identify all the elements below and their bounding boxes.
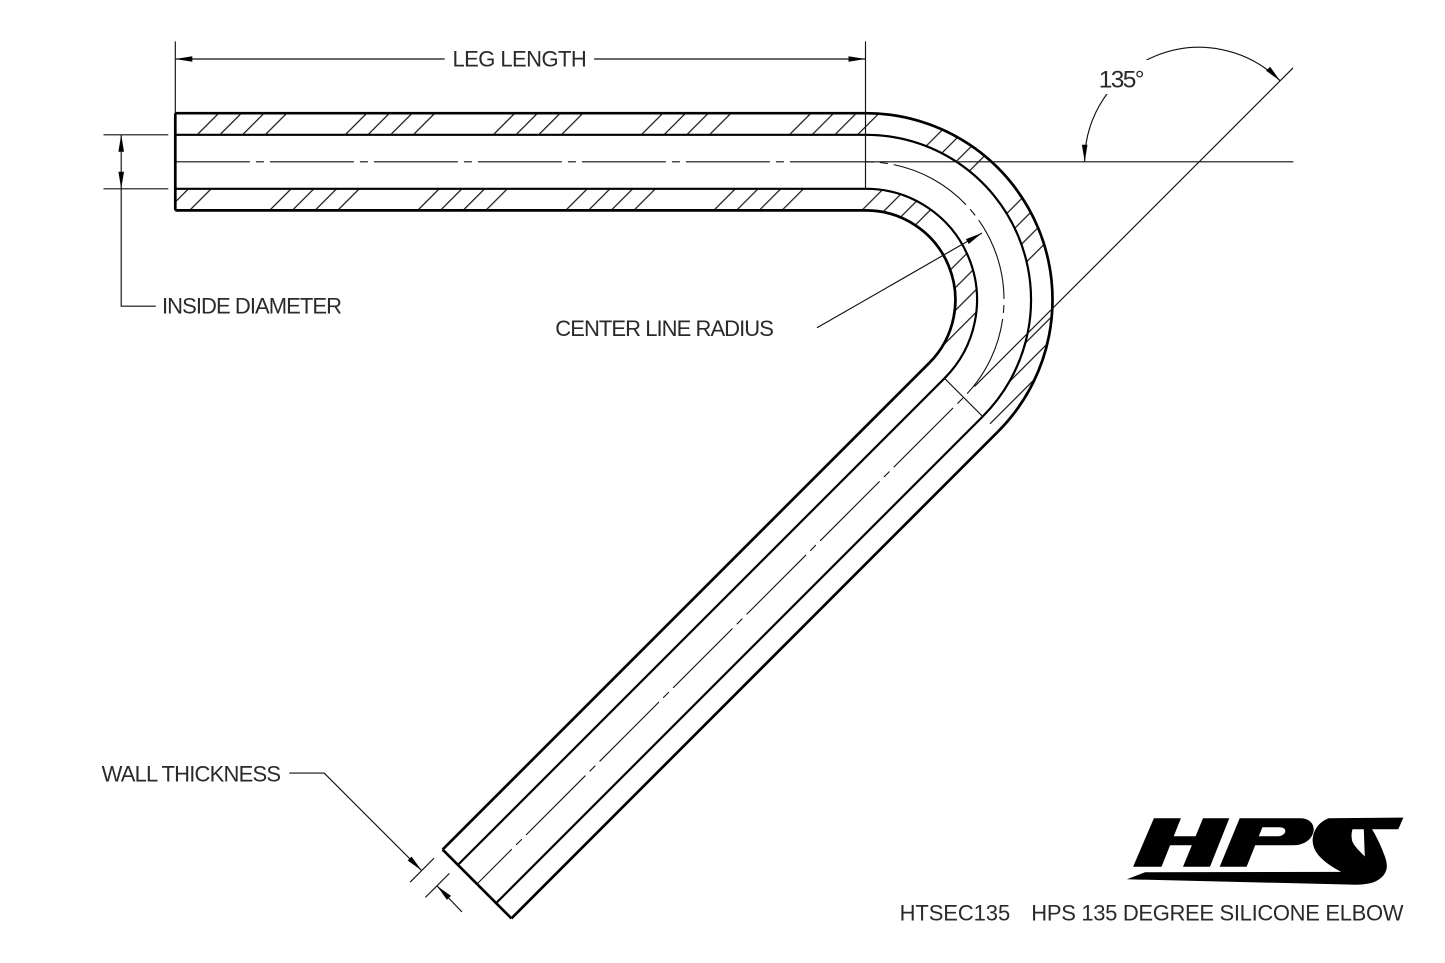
svg-text:LEG LENGTH: LEG LENGTH xyxy=(453,47,587,72)
svg-text:INSIDE DIAMETER: INSIDE DIAMETER xyxy=(162,293,342,318)
svg-text:HPS 135 DEGREE SILICONE ELBOW: HPS 135 DEGREE SILICONE ELBOW xyxy=(1031,901,1403,926)
svg-text:135°: 135° xyxy=(1099,67,1144,94)
svg-text:HTSEC135: HTSEC135 xyxy=(900,901,1011,926)
svg-text:WALL THICKNESS: WALL THICKNESS xyxy=(102,761,281,786)
svg-text:CENTER LINE RADIUS: CENTER LINE RADIUS xyxy=(555,316,774,341)
